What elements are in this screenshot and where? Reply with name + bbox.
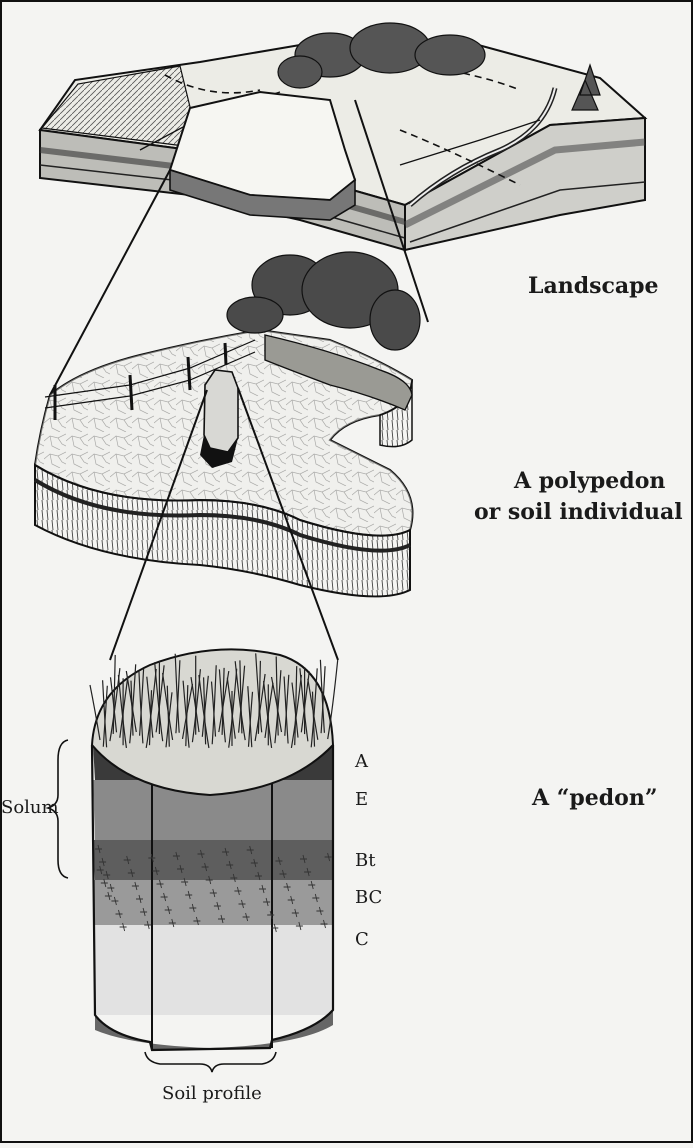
solum-label: Solum: [1, 797, 59, 818]
horizon-band-c: [93, 925, 333, 1015]
horizon-label-bc: BC: [355, 887, 382, 908]
pedon-label: A “pedon”: [531, 785, 657, 811]
polypedon-label-line2: or soil individual: [474, 499, 683, 525]
soil-profile-brace: [144, 1051, 277, 1073]
connector-polypedon: [109, 387, 339, 661]
horizon-label-c: C: [355, 929, 369, 950]
polypedon-block: [33, 251, 421, 598]
horizon-band-bc: [93, 880, 333, 925]
connector-landscape: [49, 99, 429, 396]
solum-brace: [45, 739, 69, 879]
horizon-label-e: E: [355, 789, 368, 810]
landscape-label: Landscape: [528, 273, 659, 299]
horizon-label-a: A: [354, 751, 369, 772]
soil-profile-label: Soil profile: [162, 1083, 262, 1104]
pedon-column: [89, 648, 339, 1052]
horizon-band-bottom: [95, 1010, 333, 1050]
landscape-block: [38, 22, 648, 252]
polypedon-label-line1: A polypedon: [513, 468, 665, 494]
horizon-label-bt: Bt: [355, 850, 376, 871]
